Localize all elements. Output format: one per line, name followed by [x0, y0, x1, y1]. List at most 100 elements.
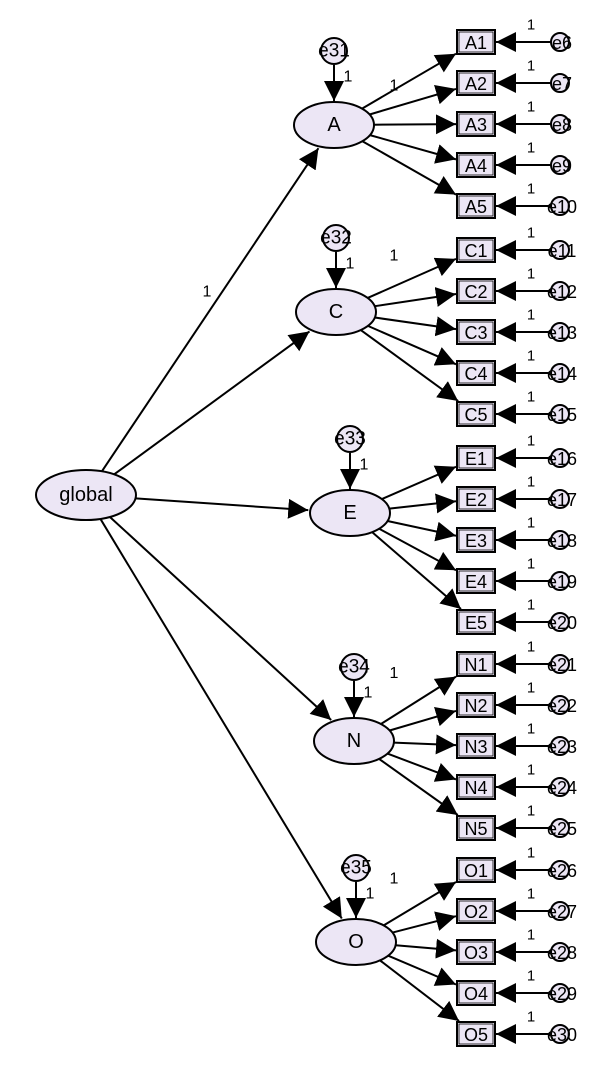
error-path-e29-fixed-weight: 1 — [527, 968, 535, 985]
residual-A — [320, 37, 348, 65]
observed-O3 — [456, 939, 496, 965]
observed-E2-label: E2 — [465, 490, 487, 510]
observed-O1 — [456, 857, 496, 883]
error-e18 — [550, 530, 570, 550]
error-e22-label: e22 — [547, 696, 577, 716]
error-e11 — [550, 240, 570, 260]
observed-E5-inner-border — [458, 611, 494, 633]
path-global-to-O — [99, 518, 343, 919]
error-e12-label: e12 — [547, 282, 577, 302]
error-path-e6-fixed-weight: 1 — [527, 17, 535, 34]
observed-A5 — [456, 193, 496, 219]
error-e25-label: e25 — [547, 819, 577, 839]
error-path-e20-fixed-weight: 1 — [527, 597, 535, 614]
observed-A2-label: A2 — [465, 74, 487, 94]
error-e14-label: e14 — [547, 364, 577, 384]
error-path-e8-fixed-weight: 1 — [527, 99, 535, 116]
error-e23-label: e23 — [547, 737, 577, 757]
error-e21 — [550, 654, 570, 674]
path-O-to-O2 — [392, 911, 457, 934]
error-path-e28-fixed-weight: 1 — [527, 927, 535, 944]
observed-O4-inner-border — [458, 982, 494, 1004]
error-e16 — [550, 448, 570, 468]
error-e14 — [550, 363, 570, 383]
path-C-to-C4 — [367, 324, 457, 366]
error-path-e10-fixed-weight: 1 — [527, 181, 535, 198]
residual-C-label: e32 — [320, 228, 352, 249]
error-path-e30-fixed-weight: 1 — [527, 1009, 535, 1026]
observed-E5-label: E5 — [465, 613, 487, 633]
observed-N2-label: N2 — [464, 696, 487, 716]
latent-N-label: N — [347, 730, 361, 752]
residual-N-label: e34 — [338, 657, 370, 678]
observed-A3-label: A3 — [465, 115, 487, 135]
error-e23 — [550, 736, 570, 756]
latent-C — [295, 288, 377, 336]
latent-E — [309, 489, 391, 537]
path-N-to-N3 — [393, 734, 457, 755]
observed-O5-inner-border — [458, 1023, 494, 1045]
observed-A4-inner-border — [458, 154, 494, 176]
path-O-to-O1 — [383, 881, 457, 927]
observed-E3-inner-border — [458, 529, 494, 551]
observed-E1-inner-border — [458, 447, 494, 469]
observed-C3-inner-border — [458, 321, 494, 343]
observed-C1-inner-border — [458, 239, 494, 261]
error-e29-label: e29 — [547, 984, 577, 1004]
error-e13 — [550, 322, 570, 342]
error-e12 — [550, 281, 570, 301]
observed-C5-label: C5 — [464, 405, 487, 425]
error-path-e14-fixed-weight: 1 — [527, 348, 535, 365]
error-e19 — [550, 571, 570, 591]
observed-C1 — [456, 237, 496, 263]
error-e28-label: e28 — [547, 943, 577, 963]
error-e13-label: e13 — [547, 323, 577, 343]
latent-O — [315, 918, 397, 966]
observed-N3-label: N3 — [464, 737, 487, 757]
observed-O5-label: O5 — [464, 1025, 488, 1045]
error-e26-label: e26 — [547, 861, 577, 881]
error-e30 — [550, 1024, 570, 1044]
error-e6 — [550, 32, 570, 52]
error-e30-label: e30 — [547, 1025, 577, 1045]
latent-E-label: E — [343, 502, 356, 524]
path-C-to-C3 — [374, 316, 457, 337]
observed-N2 — [456, 692, 496, 718]
path-global-to-A — [101, 147, 320, 472]
observed-E2-inner-border — [458, 488, 494, 510]
residual-N-fixed-weight: 1 — [364, 685, 373, 702]
observed-E3 — [456, 527, 496, 553]
error-e24 — [550, 777, 570, 797]
path-C-to-C1 — [367, 257, 457, 299]
residual-O — [342, 854, 370, 882]
error-e9 — [550, 155, 570, 175]
residual-A-fixed-weight: 1 — [344, 69, 353, 86]
observed-A3-inner-border — [458, 113, 494, 135]
observed-C1-label: C1 — [464, 241, 487, 261]
error-path-e27-fixed-weight: 1 — [527, 886, 535, 903]
residual-C-fixed-weight: 1 — [346, 256, 355, 273]
observed-C2 — [456, 278, 496, 304]
error-path-e17-fixed-weight: 1 — [527, 474, 535, 491]
latent-global-label: global — [59, 484, 112, 506]
error-e25 — [550, 818, 570, 838]
observed-O1-inner-border — [458, 859, 494, 881]
error-e15-label: e15 — [547, 405, 577, 425]
latent-O-label: O — [348, 931, 364, 953]
observed-A5-inner-border — [458, 195, 494, 217]
error-e20 — [550, 612, 570, 632]
observed-O2 — [456, 898, 496, 924]
error-e18-label: e18 — [547, 531, 577, 551]
observed-C5-inner-border — [458, 403, 494, 425]
observed-E5 — [456, 609, 496, 635]
loading-O1-fixed-weight: 1 — [390, 871, 399, 888]
path-E-to-E5 — [371, 531, 462, 610]
observed-O5 — [456, 1021, 496, 1047]
error-e11-label: e11 — [548, 241, 577, 261]
observed-E3-label: E3 — [465, 531, 487, 551]
path-global-to-C — [113, 330, 311, 476]
path-C-to-C2 — [374, 287, 457, 308]
observed-A2 — [456, 70, 496, 96]
path-E-to-E4 — [378, 527, 457, 572]
error-e27-label: e27 — [547, 902, 577, 922]
